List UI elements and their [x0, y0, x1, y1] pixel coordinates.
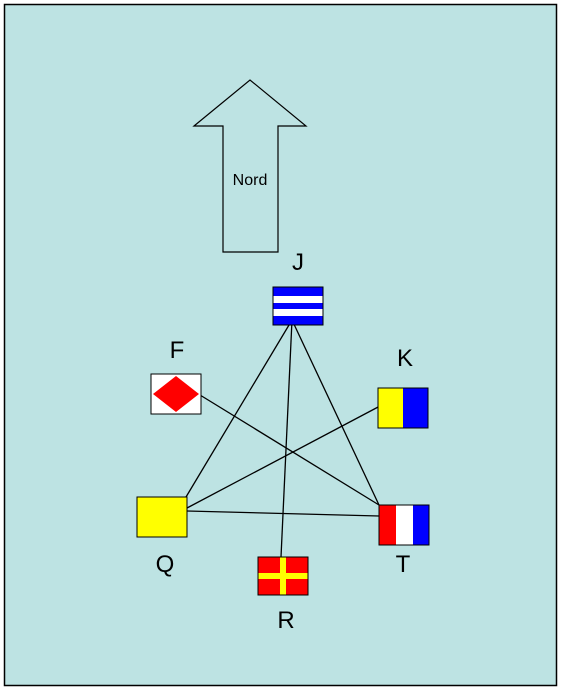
- connection-line-j-r: [280, 319, 293, 558]
- connection-line-j-t: [291, 319, 380, 506]
- flag-j: [272, 286, 324, 326]
- north-arrow: Nord: [192, 79, 308, 253]
- flag-r: [257, 556, 309, 596]
- flag-label-k: K: [397, 345, 413, 372]
- flag-label-f: F: [170, 337, 185, 364]
- flag-label-r: R: [277, 607, 294, 634]
- flag-label-j: J: [292, 249, 304, 276]
- connection-line-j-q: [185, 319, 293, 498]
- north-arrow-icon: [192, 79, 308, 253]
- flag-k: [377, 387, 429, 429]
- connection-lines: [185, 319, 381, 558]
- connection-line-f-t: [199, 394, 380, 506]
- flag-f: [150, 373, 202, 415]
- connection-line-k-q: [186, 405, 381, 509]
- connection-line-q-t: [186, 510, 380, 517]
- flag-label-t: T: [396, 551, 411, 578]
- flag-t: [378, 504, 430, 546]
- north-arrow-label: Nord: [233, 172, 268, 189]
- flag-label-q: Q: [156, 551, 175, 578]
- flag-q: [136, 496, 188, 538]
